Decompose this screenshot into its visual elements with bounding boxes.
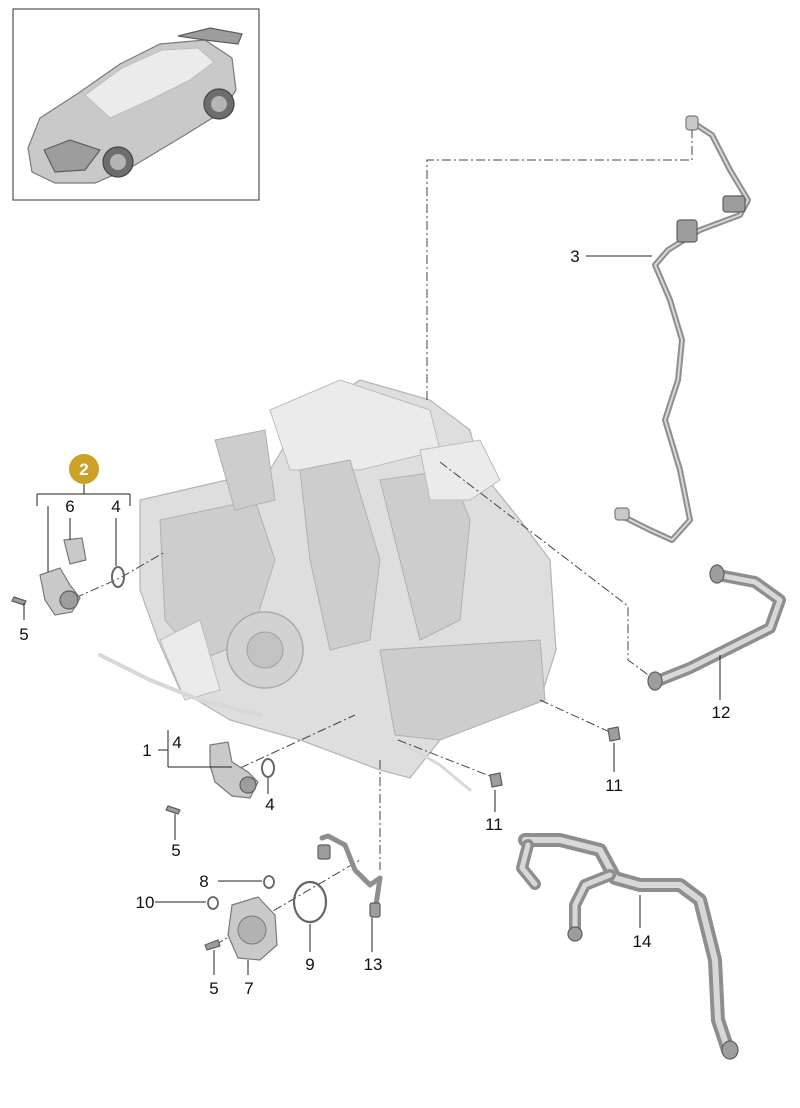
part-8-ring	[263, 875, 275, 889]
part-14-hose	[516, 833, 739, 1060]
badge-number: 2	[79, 460, 88, 479]
callout-7: 7	[244, 979, 253, 998]
part-11-bolt-mid	[489, 772, 503, 788]
engine-assembly	[98, 379, 557, 792]
part-13-line	[319, 833, 383, 908]
callout-9: 9	[305, 955, 314, 974]
part-11-bolt-right	[607, 726, 621, 742]
callout-5-top: 5	[19, 625, 28, 644]
part-10-ring	[207, 896, 219, 910]
callout-4-mid: 4	[265, 795, 274, 814]
callout-3: 3	[570, 247, 579, 266]
callout-10: 10	[136, 893, 155, 912]
callout-labels: 6 4 5 3 1 4 4 5 8 10 9 13 5 7 11 11 12 1…	[19, 247, 730, 998]
group-2-parts	[11, 537, 125, 616]
part-4-seal-mid	[261, 758, 275, 778]
callout-5-bot: 5	[209, 979, 218, 998]
part-4-seal-top	[111, 566, 125, 588]
callout-6: 6	[65, 497, 74, 516]
car-illustration	[27, 27, 243, 184]
callout-13: 13	[364, 955, 383, 974]
callout-11-mid: 11	[485, 815, 503, 834]
badge-circle	[69, 454, 99, 484]
group-badge-2: 2	[69, 454, 99, 484]
vehicle-thumbnail	[12, 8, 260, 201]
callout-4-top: 4	[111, 497, 120, 516]
callout-1-sub-4: 4	[172, 733, 181, 752]
assembly-lines	[74, 128, 693, 946]
lower-parts	[204, 726, 621, 961]
part-12-hose	[647, 564, 786, 691]
callout-11-right: 11	[605, 776, 623, 795]
part-3-pipe	[614, 115, 751, 543]
group-1-parts	[165, 741, 275, 815]
callout-12: 12	[712, 703, 731, 722]
callout-5-mid: 5	[171, 841, 180, 860]
callout-8: 8	[199, 872, 208, 891]
part-9-seal	[292, 880, 328, 924]
leader-lines	[23, 255, 721, 975]
callout-14: 14	[633, 932, 652, 951]
callout-1: 1	[142, 741, 151, 760]
